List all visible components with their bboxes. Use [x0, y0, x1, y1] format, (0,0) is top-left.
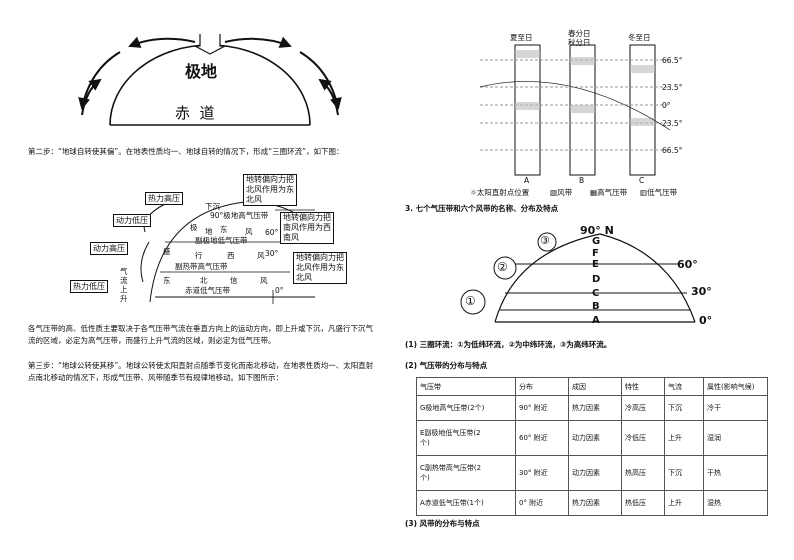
equinox-2-label: 秋分日 [568, 38, 591, 47]
west-2: 行 [195, 251, 203, 260]
trade-2: 北 [200, 276, 208, 285]
header-property: 特性 [621, 377, 665, 396]
lat-60-label: 60° [265, 228, 279, 237]
thermal-low-box: 热力低压 [70, 280, 108, 293]
legend-sun: ☼太阳直射点位置 [470, 188, 530, 197]
table-header-row: 气压带 分布 成因 特性 气流 属性(影响气候) [416, 377, 768, 396]
note3: (3) 风带的分布与特点 [405, 519, 480, 528]
letter-b: B [592, 301, 600, 312]
hemisphere-diagram: 90° N 60° 30° 0° G F E D C B A ③ ② ① [455, 222, 735, 332]
lat-0-label: 0° [275, 286, 284, 295]
west-3: 西 [227, 251, 235, 260]
polar-east-4: 风 [245, 227, 253, 236]
legend-high: ▦高气压带 [590, 188, 628, 197]
note1: (1) 三圈环流：①为低纬环流，②为中纬环流，③为高纬环流。 [405, 340, 612, 349]
letter-c: C [592, 288, 600, 299]
thermal-high-box: 热力高压 [145, 192, 183, 205]
lat-66n: 66.5° [662, 56, 683, 65]
table-row: E副极地低气压带(2 个)60° 附近动力因素冷低压上升湿润 [416, 420, 768, 456]
dash-box-icon: ▥ [640, 188, 648, 197]
letter-d: D [592, 274, 601, 285]
top-lat-label: 90° N [580, 224, 614, 237]
lat-66s: 66.5° [662, 146, 683, 155]
equinox-1-label: 春分日 [568, 29, 591, 38]
lat-23n: 23.5° [662, 83, 683, 92]
deflect-box-1: 地转偏向力把 北风作用为东 北风 [243, 174, 297, 206]
sink-label: 下沉 [205, 202, 220, 211]
legend-wind: ▧风带 [550, 188, 573, 197]
season-diagram: 夏至日 春分日 秋分日 冬至日 66.5° 23.5° 0° 23.5° 66.… [470, 10, 700, 200]
subtropical-high-label: 副热带高气压带 [175, 262, 228, 271]
grid-box-icon: ▦ [590, 188, 598, 197]
west-4: 风 [257, 251, 265, 260]
hatch-box-icon: ▧ [550, 188, 558, 197]
letter-f: F [592, 248, 599, 259]
header-cause: 成因 [568, 377, 622, 396]
dynamic-high-box: 动力高压 [90, 242, 128, 255]
polar-east-2: 地 [205, 227, 213, 236]
hemi-lat-30: 30° [691, 285, 712, 298]
trade-4: 风 [260, 276, 268, 285]
lat-0: 0° [662, 101, 671, 110]
letter-a: A [592, 315, 600, 326]
letter-g: G [592, 236, 601, 247]
polar-high-label: 90°极地高气压带 [210, 211, 269, 220]
deflect-box-3: 地转偏向力把 北风作用为东 北风 [293, 252, 347, 284]
subpolar-low-label: 副极地低气压带 [195, 236, 248, 245]
table-row: C副热带高气压带(2 个)30° 附近动力因素热高压下沉干热 [416, 455, 768, 491]
pressure-belt-table: 气压带 分布 成因 特性 气流 属性(影响气候) G极地高气压带(2个)90° … [416, 377, 768, 516]
west-1: 盛 [163, 247, 171, 256]
header-attribute: 属性(影响气候) [703, 377, 768, 396]
lat-23s: 23.5° [662, 119, 683, 128]
rotation-diagram: 热力高压 动力低压 动力高压 热力低压 地转偏向力把 北风作用为东 北风 地转偏… [65, 172, 365, 307]
trade-3: 信 [230, 276, 238, 285]
col-b: B [579, 176, 585, 185]
header-belt: 气压带 [416, 377, 516, 396]
legend-low: ▥低气压带 [640, 188, 678, 197]
deflect-box-2: 地转偏向力把 南风作用为西 南风 [280, 212, 334, 244]
dynamic-low-box: 动力低压 [113, 214, 151, 227]
note2: (2) 气压带的分布与特点 [405, 361, 488, 370]
hemi-lat-60: 60° [677, 258, 698, 271]
hemi-lat-0: 0° [699, 314, 713, 327]
polar-label: 极地 [185, 62, 218, 81]
hemisphere-diagram-svg [460, 232, 696, 323]
polar-east-1: 极 [190, 223, 198, 232]
summer-label: 夏至日 [510, 33, 533, 42]
equator-label: 赤 道 [175, 104, 215, 122]
equator-low-label: 赤道低气压带 [185, 286, 230, 295]
col-c: C [639, 176, 645, 185]
table-row: G极地高气压带(2个)90° 附近热力因素冷高压下沉冷干 [416, 395, 768, 421]
header-distribution: 分布 [515, 377, 569, 396]
down-arrow-icon [194, 34, 226, 55]
letter-e: E [592, 259, 599, 270]
lat-30-label: 30° [265, 249, 279, 258]
polar-east-3: 东 [220, 225, 228, 234]
season-diagram-svg [479, 44, 671, 176]
para1: 各气压带的高、低性质主要取决于各气压带气流在垂直方向上的运动方向，即上升或下沉，… [28, 324, 373, 345]
table-row: A赤道低气压带(1个)0° 附近热力因素热低压上升湿热 [416, 490, 768, 516]
trade-1: 东 [163, 276, 171, 285]
sun-icon: ☼ [470, 188, 477, 197]
cell-2: ② [497, 260, 508, 274]
header-airflow: 气流 [664, 377, 704, 396]
winter-label: 冬至日 [628, 33, 651, 42]
cell-3: ③ [540, 234, 550, 247]
step3-text: 第三步：“地球公转使其移”。地球公转使太阳直射点随季节变化而南北移动，在地表性质… [28, 361, 374, 382]
section3-title: 3. 七个气压带和六个风带的名称、分布及特点 [405, 204, 559, 213]
polar-circulation-diagram: 极地 赤 道 [60, 20, 360, 140]
cell-1: ① [465, 294, 476, 308]
col-a: A [524, 176, 530, 185]
step2-text: 第二步：“地球自转使其偏”。在地表性质均一、地球自转的情况下，形成“三圈环流”，… [28, 147, 344, 156]
rise-label: 气 流 上 升 [120, 267, 128, 303]
polar-circulation-svg [78, 34, 342, 126]
